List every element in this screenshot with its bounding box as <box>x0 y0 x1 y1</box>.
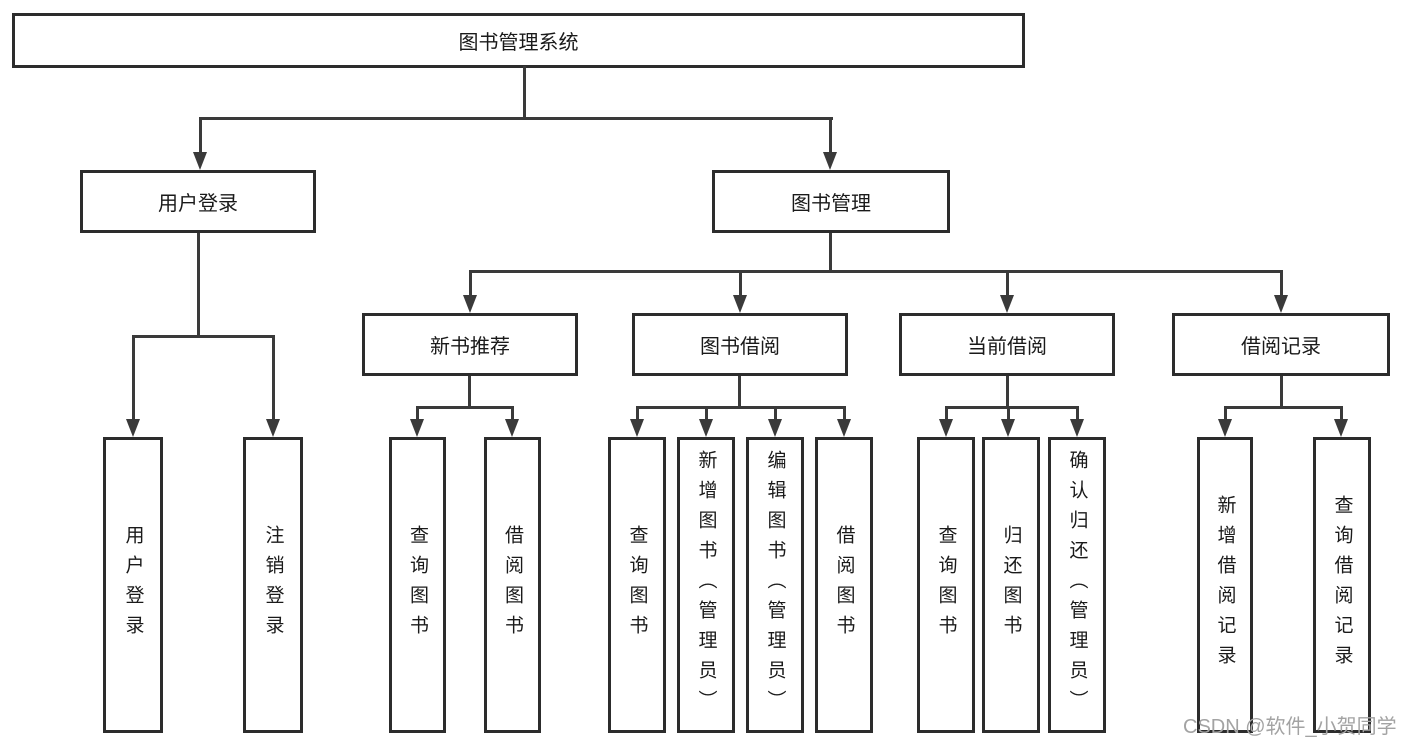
leaf-query-borrow-record-label: 查询借阅记录 <box>1331 495 1353 675</box>
arrow-down-icon <box>1001 419 1015 437</box>
arrow-down-icon <box>1218 419 1232 437</box>
arrow-down-icon <box>505 419 519 437</box>
arrow-down-icon <box>768 419 782 437</box>
connector-line <box>945 406 1079 409</box>
node-book-management-label: 图书管理 <box>791 193 871 215</box>
connector-line <box>1224 406 1227 421</box>
leaf-recommend-borrow-book-label: 借阅图书 <box>502 525 523 645</box>
node-borrow-record-label: 借阅记录 <box>1241 336 1321 358</box>
connector-line <box>132 335 135 420</box>
connector-line <box>1280 270 1283 297</box>
leaf-edit-book-admin: 编辑图书（管理员） <box>746 437 804 733</box>
connector-line <box>829 117 832 154</box>
connector-line <box>469 270 1283 273</box>
connector-line <box>199 117 833 120</box>
connector-line <box>739 270 742 297</box>
leaf-edit-book-admin-label: 编辑图书（管理员） <box>764 450 786 720</box>
leaf-query-borrow-record: 查询借阅记录 <box>1313 437 1371 733</box>
connector-line <box>468 376 471 408</box>
node-current-borrow-label: 当前借阅 <box>967 336 1047 358</box>
connector-line <box>199 117 202 154</box>
leaf-confirm-return-admin: 确认归还（管理员） <box>1048 437 1106 733</box>
connector-line <box>774 406 777 421</box>
leaf-borrow-query-book: 查询图书 <box>608 437 666 733</box>
connector-line <box>272 335 275 420</box>
node-user-login-label: 用户登录 <box>158 193 238 215</box>
node-book-management: 图书管理 <box>712 170 950 233</box>
node-book-borrow-label: 图书借阅 <box>700 336 780 358</box>
arrow-down-icon <box>266 419 280 437</box>
leaf-return-book: 归还图书 <box>982 437 1040 733</box>
connector-line <box>1340 406 1343 421</box>
leaf-borrow-book-label: 借阅图书 <box>833 525 855 645</box>
connector-line <box>416 406 514 409</box>
arrow-down-icon <box>193 152 207 170</box>
leaf-logout-label: 注销登录 <box>262 525 284 645</box>
node-root: 图书管理系统 <box>12 13 1025 68</box>
leaf-add-book-admin-label: 新增图书（管理员） <box>695 450 717 720</box>
arrow-down-icon <box>463 295 477 313</box>
connector-line <box>945 406 948 421</box>
leaf-return-book-label: 归还图书 <box>1000 525 1022 645</box>
arrow-down-icon <box>837 419 851 437</box>
connector-line <box>132 335 275 338</box>
connector-line <box>197 233 200 337</box>
leaf-recommend-borrow-book: 借阅图书 <box>484 437 541 733</box>
leaf-user-login-label: 用户登录 <box>122 525 144 645</box>
arrow-down-icon <box>630 419 644 437</box>
connector-line <box>416 406 419 421</box>
arrow-down-icon <box>699 419 713 437</box>
arrow-down-icon <box>1000 295 1014 313</box>
connector-line <box>1076 406 1079 421</box>
arrow-down-icon <box>126 419 140 437</box>
connector-line <box>523 66 526 119</box>
connector-line <box>829 233 832 272</box>
connector-line <box>511 406 514 421</box>
leaf-current-query-book-label: 查询图书 <box>935 525 957 645</box>
arrow-down-icon <box>1274 295 1288 313</box>
leaf-borrow-book: 借阅图书 <box>815 437 873 733</box>
leaf-add-borrow-record: 新增借阅记录 <box>1197 437 1253 733</box>
arrow-down-icon <box>939 419 953 437</box>
connector-line <box>636 406 639 421</box>
leaf-user-login: 用户登录 <box>103 437 163 733</box>
arrow-down-icon <box>733 295 747 313</box>
connector-line <box>705 406 708 421</box>
leaf-add-borrow-record-label: 新增借阅记录 <box>1214 495 1236 675</box>
node-new-book-recommend-label: 新书推荐 <box>430 336 510 358</box>
node-new-book-recommend: 新书推荐 <box>362 313 578 376</box>
arrow-down-icon <box>823 152 837 170</box>
leaf-recommend-query-book-label: 查询图书 <box>407 525 428 645</box>
csdn-watermark: CSDN @软件_小贺同学 <box>1183 716 1397 738</box>
connector-line <box>636 406 845 409</box>
leaf-borrow-query-book-label: 查询图书 <box>626 525 648 645</box>
connector-line <box>843 406 846 421</box>
node-root-label: 图书管理系统 <box>458 32 579 54</box>
connector-line <box>1280 376 1283 408</box>
connector-line <box>1006 376 1009 408</box>
connector-line <box>469 270 472 297</box>
leaf-recommend-query-book: 查询图书 <box>389 437 446 733</box>
connector-line <box>1006 270 1009 297</box>
leaf-add-book-admin: 新增图书（管理员） <box>677 437 735 733</box>
arrow-down-icon <box>1334 419 1348 437</box>
leaf-current-query-book: 查询图书 <box>917 437 975 733</box>
node-current-borrow: 当前借阅 <box>899 313 1115 376</box>
connector-line <box>738 376 741 408</box>
node-book-borrow: 图书借阅 <box>632 313 848 376</box>
arrow-down-icon <box>1070 419 1084 437</box>
leaf-logout: 注销登录 <box>243 437 303 733</box>
node-borrow-record: 借阅记录 <box>1172 313 1390 376</box>
connector-line <box>1007 406 1010 421</box>
connector-line <box>1224 406 1343 409</box>
leaf-confirm-return-admin-label: 确认归还（管理员） <box>1066 450 1088 720</box>
arrow-down-icon <box>410 419 424 437</box>
node-user-login: 用户登录 <box>80 170 316 233</box>
